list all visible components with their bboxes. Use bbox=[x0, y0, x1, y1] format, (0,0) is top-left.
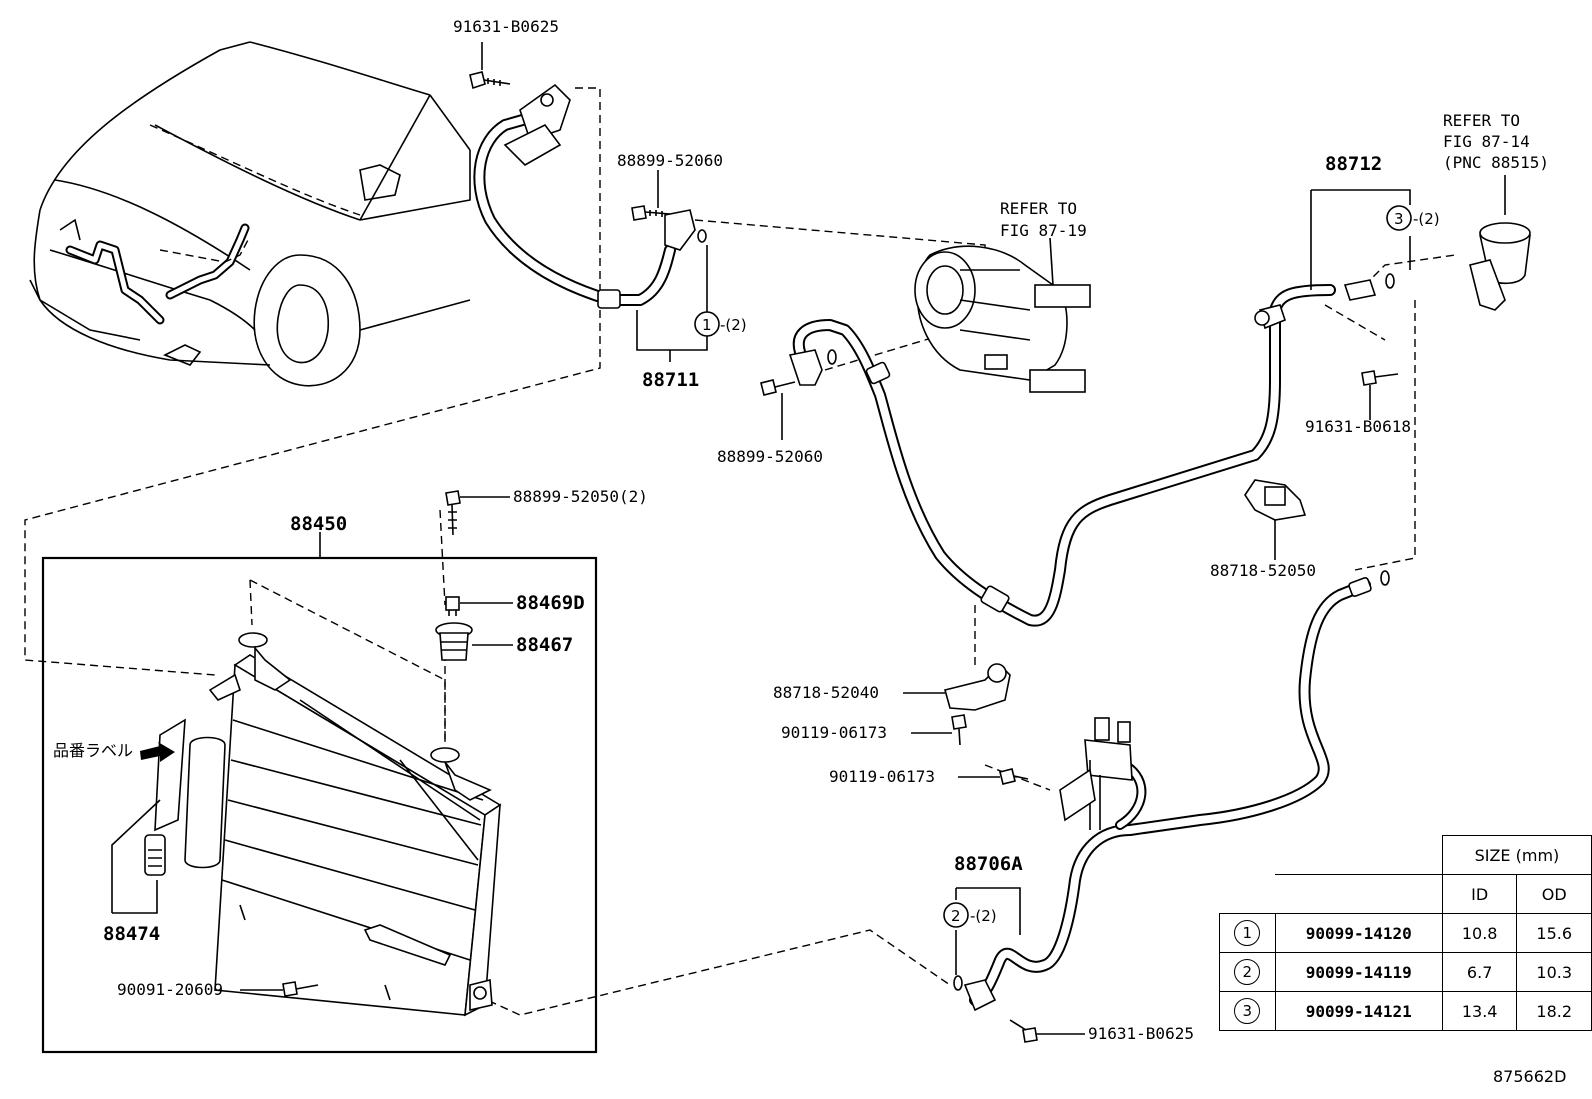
liquid-pipe-88706A bbox=[953, 570, 1390, 1012]
label-o-ring-3: 3 bbox=[1394, 210, 1404, 228]
label-o-ring-2-qty: -(2) bbox=[970, 907, 997, 925]
label-bolt-bottom: 91631-B0625 bbox=[1088, 1024, 1194, 1043]
bolt-top-icon bbox=[469, 71, 511, 90]
label-bolt-52050: 88899-52050(2) bbox=[513, 487, 648, 506]
size-od: 10.3 bbox=[1516, 952, 1592, 992]
size-od: 18.2 bbox=[1516, 991, 1592, 1031]
clamp-52040 bbox=[944, 663, 1011, 711]
bolt-88899-top-icon bbox=[631, 205, 671, 221]
label-bolt-top: 91631-B0625 bbox=[453, 17, 559, 36]
pipe-end-fitting bbox=[1343, 279, 1377, 301]
label-o-ring-3-qty: -(2) bbox=[1413, 210, 1440, 228]
bolt-b0618-icon bbox=[1361, 370, 1399, 386]
label-88474: 88474 bbox=[103, 923, 160, 945]
label-clamp-52040: 88718-52040 bbox=[773, 683, 879, 702]
size-id: 10.8 bbox=[1441, 913, 1518, 953]
size-header: SIZE (mm) bbox=[1441, 835, 1592, 875]
label-bolt-06173-b: 90119-06173 bbox=[829, 767, 935, 786]
label-ref-right-3: (PNC 88515) bbox=[1443, 153, 1549, 172]
size-col-od: OD bbox=[1516, 874, 1592, 914]
size-col-id: ID bbox=[1441, 874, 1518, 914]
size-id: 13.4 bbox=[1441, 991, 1518, 1031]
bolt-20609-icon bbox=[282, 981, 319, 997]
label-bolt-20609: 90091-20609 bbox=[117, 980, 223, 999]
label-88711: 88711 bbox=[642, 369, 699, 391]
hose-88711 bbox=[473, 83, 707, 309]
label-88712: 88712 bbox=[1325, 153, 1382, 175]
hose-end-flange bbox=[664, 209, 696, 251]
figure-number: 875662D bbox=[1493, 1067, 1566, 1086]
cap-88469d-icon bbox=[445, 596, 460, 616]
label-88469d: 88469D bbox=[516, 592, 585, 614]
label-clamp-52050: 88718-52050 bbox=[1210, 561, 1316, 580]
condenser-bracket bbox=[363, 924, 452, 966]
label-hinban: 品番ラベル bbox=[53, 741, 133, 760]
receiver-drier bbox=[144, 718, 226, 876]
o-ring-1-marker: 1 bbox=[694, 311, 720, 337]
label-arrow-icon bbox=[140, 742, 175, 762]
label-88706a: 88706A bbox=[954, 853, 1023, 875]
o-ring-2-marker: 2 bbox=[943, 902, 969, 928]
label-88450: 88450 bbox=[290, 513, 347, 535]
o-ring-icon bbox=[1380, 570, 1390, 586]
bolt-bottom-icon bbox=[1009, 1019, 1038, 1043]
suction-pipe bbox=[788, 273, 1395, 627]
suction-flange bbox=[788, 349, 823, 386]
table-row: 3 90099-14121 13.4 18.2 bbox=[1219, 991, 1592, 1031]
o-ring-size-table: SIZE (mm) ID OD 1 90099-14120 10.8 15.6 … bbox=[1219, 835, 1592, 1031]
o-ring-icon bbox=[953, 975, 963, 991]
bolt-06173-b-icon bbox=[999, 768, 1029, 785]
label-o-ring-2: 2 bbox=[951, 907, 961, 925]
part-number: 90099-14119 bbox=[1274, 952, 1443, 992]
label-88899-top: 88899-52060 bbox=[617, 151, 723, 170]
size-id: 6.7 bbox=[1441, 952, 1518, 992]
right-receiver-part bbox=[1469, 222, 1531, 311]
part-number: 90099-14121 bbox=[1274, 991, 1443, 1031]
size-table-header-row: SIZE (mm) bbox=[1220, 835, 1592, 875]
clamp-52050 bbox=[1244, 479, 1307, 521]
label-ref-compressor-1: REFER TO bbox=[1000, 199, 1077, 218]
label-bolt-06173-a: 90119-06173 bbox=[781, 723, 887, 742]
o-ring-icon bbox=[697, 229, 707, 243]
table-row: 2 90099-14119 6.7 10.3 bbox=[1219, 952, 1592, 992]
label-ref-right-1: REFER TO bbox=[1443, 111, 1520, 130]
valve-bracket bbox=[1059, 768, 1096, 822]
ref-circle: 3 bbox=[1234, 998, 1261, 1024]
hose-fitting bbox=[597, 289, 621, 309]
bolt-06173-a-icon bbox=[951, 714, 967, 746]
condenser bbox=[208, 632, 502, 1017]
table-row: 1 90099-14120 10.8 15.6 bbox=[1219, 913, 1592, 953]
ref-circle: 2 bbox=[1234, 959, 1261, 985]
ref-circle: 1 bbox=[1234, 920, 1261, 946]
label-ref-compressor-2: FIG 87-19 bbox=[1000, 221, 1087, 240]
size-od: 15.6 bbox=[1516, 913, 1592, 953]
size-table-subheader-row: ID OD bbox=[1220, 874, 1592, 914]
label-o-ring-1-qty: -(2) bbox=[720, 316, 747, 334]
o-ring-3-marker: 3 bbox=[1386, 205, 1412, 231]
cap-88467-icon bbox=[435, 622, 473, 661]
bolt-88899-mid-icon bbox=[760, 379, 796, 396]
o-ring-icon bbox=[1385, 273, 1395, 289]
label-88899-mid: 88899-52060 bbox=[717, 447, 823, 466]
label-o-ring-1: 1 bbox=[702, 316, 712, 334]
o-ring-icon bbox=[827, 349, 837, 365]
guide-lines bbox=[24, 87, 1456, 1016]
label-b0618: 91631-B0618 bbox=[1305, 417, 1411, 436]
compressor bbox=[914, 237, 1091, 393]
bolt-52050-icon bbox=[445, 490, 461, 536]
vehicle-outline bbox=[29, 41, 471, 387]
label-ref-right-2: FIG 87-14 bbox=[1443, 132, 1530, 151]
label-88467: 88467 bbox=[516, 634, 573, 656]
part-number: 90099-14120 bbox=[1274, 913, 1443, 953]
